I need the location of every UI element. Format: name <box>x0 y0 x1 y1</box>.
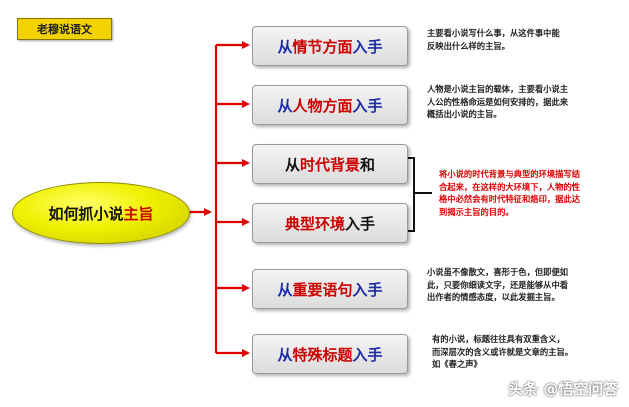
note-plot: 主要看小说写什么事，从这件事中能 反映出什么样的主旨。 <box>427 27 560 52</box>
note-line: 概括出小说的主旨。 <box>427 109 502 119</box>
branch-plot-prefix: 从 <box>277 37 293 56</box>
center-topic-text: 如何抓小说 <box>48 204 124 223</box>
branch-sentences-prefix: 从 <box>277 280 293 299</box>
note-line: 合起来，在这样的大环境下，人物的性 <box>439 181 581 192</box>
note-line: 小说虽不像散文，喜形于色，但即便如 <box>427 267 569 277</box>
center-topic-highlight: 主旨 <box>123 204 154 223</box>
note-line: 到揭示主旨的目的。 <box>439 206 514 217</box>
note-line: 此，只要你细读文字，还是能够从中看 <box>427 279 569 290</box>
branch-environment-suffix: 入手 <box>345 214 376 233</box>
note-character: 人物是小说主旨的载体，主要看小说主 人公的性格命运是如何安排的，据此来 概括出小… <box>427 83 568 121</box>
branch-plot-suffix: 入手 <box>352 37 383 56</box>
branch-era: 从时代背景和 <box>252 144 408 184</box>
note-line: 如《春之声》 <box>432 359 482 369</box>
note-line: 主要看小说写什么事，从这件事中能 <box>427 28 560 38</box>
branch-era-key: 时代背景 <box>299 155 360 174</box>
branch-character-prefix: 从 <box>277 96 293 115</box>
note-line: 人公的性格命运是如何安排的，据此来 <box>427 96 569 107</box>
branch-title-suffix: 入手 <box>352 345 383 364</box>
note-title: 有的小说，标题往往具有双重含义， 而深层次的含义或许就是文章的主旨。 如《春之声… <box>432 333 573 371</box>
note-line: 出作者的情感态度，以此发掘主旨。 <box>427 292 560 302</box>
note-line: 而深层次的含义或许就是文章的主旨。 <box>432 346 574 357</box>
center-topic: 如何抓小说主旨 <box>12 182 190 244</box>
note-line: 有的小说，标题往往具有双重含义， <box>432 334 565 344</box>
branch-plot: 从情节方面入手 <box>252 26 408 66</box>
note-line: 人物是小说主旨的载体，主要看小说主 <box>427 84 569 94</box>
branch-character-suffix: 入手 <box>352 96 383 115</box>
branch-title: 从特殊标题入手 <box>252 334 408 374</box>
note-line: 将小说的时代背景与典型的环境描写结 <box>439 169 581 179</box>
brand-tag: 老穆说语文 <box>17 18 112 40</box>
branch-sentences-suffix: 入手 <box>352 280 383 299</box>
branch-character-key: 人物方面 <box>292 96 353 115</box>
branch-plot-key: 情节方面 <box>292 37 353 56</box>
branch-sentences-key: 重要语句 <box>292 280 353 299</box>
note-line: 格中必然会有时代特征和烙印，据此达 <box>439 194 581 204</box>
branch-title-prefix: 从 <box>277 345 293 364</box>
note-era-environment: 将小说的时代背景与典型的环境描写结 合起来，在这样的大环境下，人物的性 格中必然… <box>439 168 580 218</box>
branch-sentences: 从重要语句入手 <box>252 269 408 309</box>
branch-title-key: 特殊标题 <box>292 345 353 364</box>
branch-environment-key: 典型环境 <box>284 214 345 233</box>
note-line: 反映出什么样的主旨。 <box>427 40 510 51</box>
watermark: 头条 @悟空问答 <box>508 380 619 398</box>
branch-era-suffix: 和 <box>360 155 376 174</box>
branch-era-prefix: 从 <box>284 155 300 174</box>
branch-environment: 典型环境入手 <box>252 203 408 243</box>
note-sentences: 小说虽不像散文，喜形于色，但即便如 此，只要你细读文字，还是能够从中看 出作者的… <box>427 266 568 304</box>
branch-character: 从人物方面入手 <box>252 85 408 125</box>
